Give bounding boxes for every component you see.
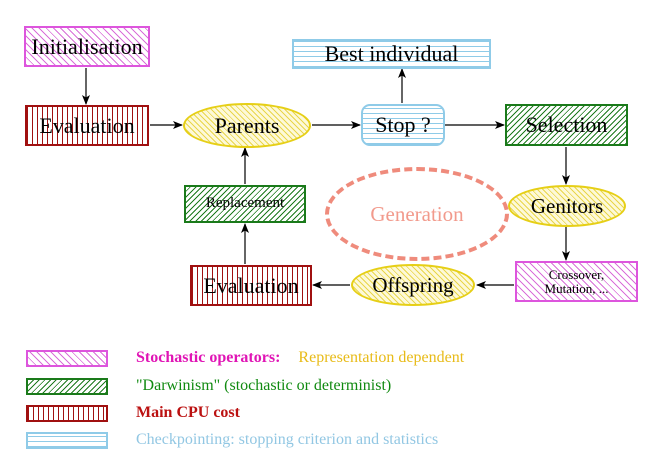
node-generation-group: Generation (325, 167, 509, 261)
node-evaluation-bottom[interactable]: Evaluation (190, 265, 312, 306)
legend-label-stochastic-text: Stochastic operators: (136, 349, 281, 366)
node-evaluation-top[interactable]: Evaluation (25, 105, 149, 146)
legend-label-checkpointing: Checkpointing: stopping criterion and st… (136, 431, 439, 448)
legend-swatch-vertical-hatch-red (26, 404, 108, 422)
node-offspring[interactable]: Offspring (351, 264, 475, 306)
legend-swatch-diagonal-hatch-magenta (26, 349, 108, 367)
node-initialisation[interactable]: Initialisation (24, 26, 150, 67)
legend-row-checkpointing: Checkpointing: stopping criterion and st… (26, 431, 438, 449)
node-replacement[interactable]: Replacement (184, 185, 306, 223)
legend-label-stochastic: Stochastic operators: Representation dep… (136, 349, 464, 367)
legend-swatch-horizontal-hatch-blue (26, 431, 108, 449)
generation-label: Generation (370, 201, 464, 226)
legend-row-darwinism: "Darwinism" (stochastic or determinist) (26, 377, 391, 395)
node-stop[interactable]: Stop ? (361, 104, 445, 146)
node-crossover-mutation[interactable]: Crossover, Mutation, ... (515, 261, 638, 302)
legend-row-stochastic: Stochastic operators: Representation dep… (26, 349, 464, 367)
legend-row-cpu-cost: Main CPU cost (26, 404, 240, 422)
legend-label-darwinism: "Darwinism" (stochastic or determinist) (136, 377, 392, 394)
legend-label-representation-text: Representation dependent (298, 349, 465, 366)
node-best-individual[interactable]: Best individual (292, 39, 491, 69)
node-parents[interactable]: Parents (183, 103, 311, 148)
node-selection[interactable]: Selection (505, 104, 628, 146)
legend-label-cpu-cost: Main CPU cost (136, 404, 240, 421)
node-genitors[interactable]: Genitors (508, 185, 626, 227)
legend-swatch-diagonal-hatch-green (26, 377, 108, 395)
